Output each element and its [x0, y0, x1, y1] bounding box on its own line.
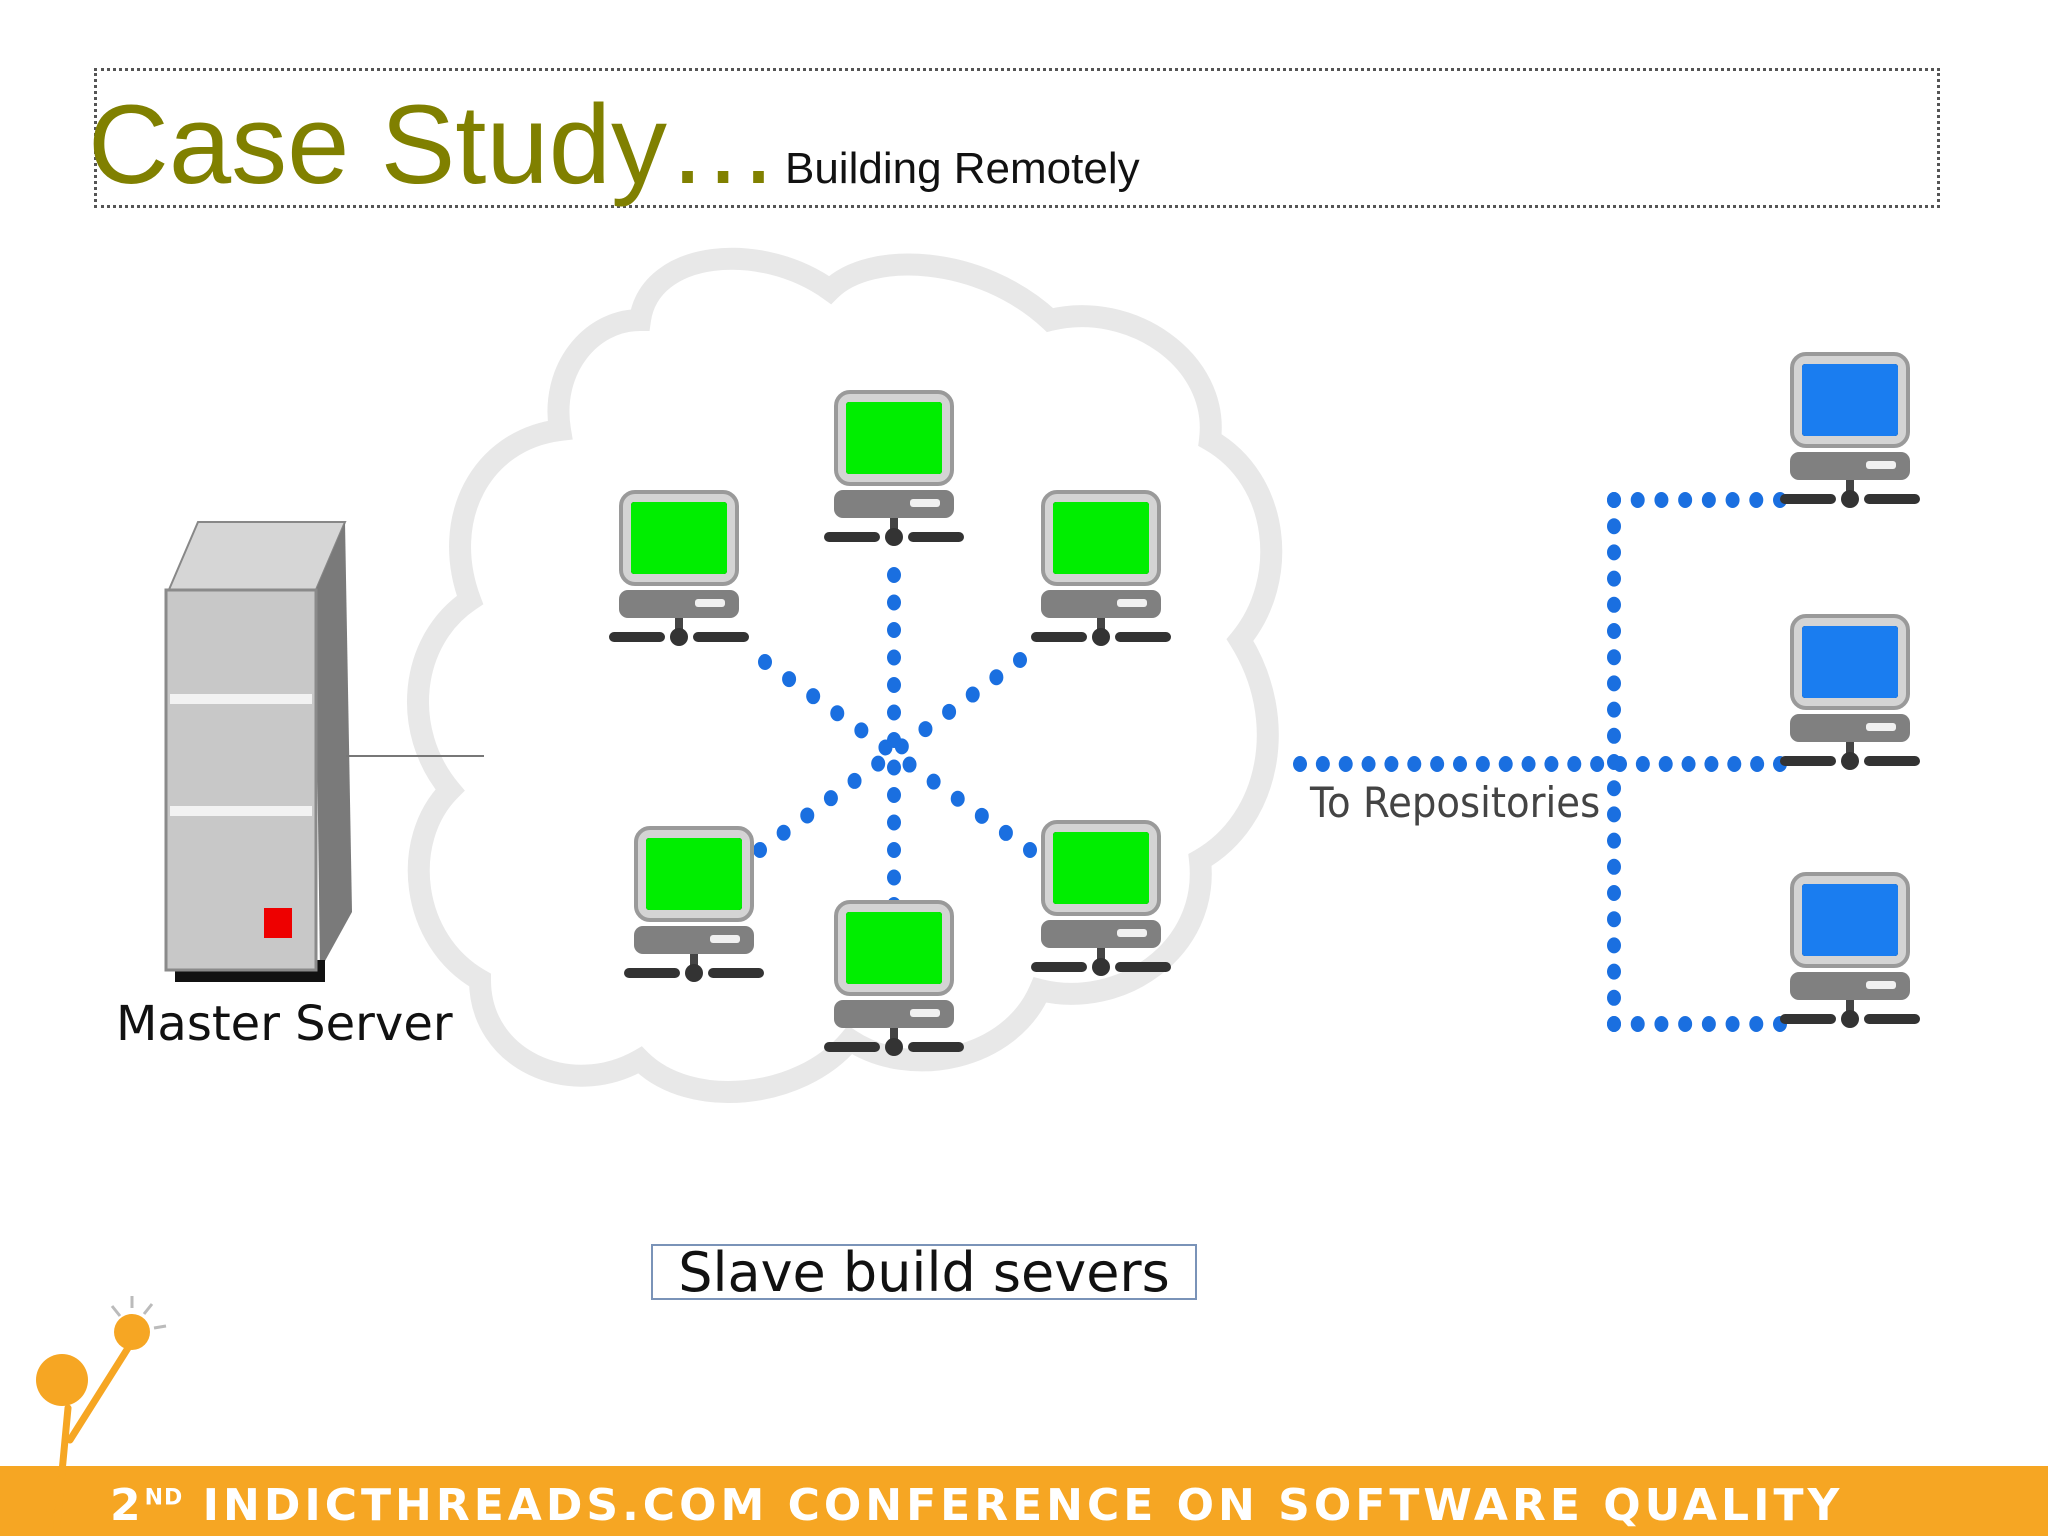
footer-bar	[0, 1466, 2048, 1536]
repository-computer-icon	[1778, 352, 1922, 510]
repository-computer-icon	[1778, 614, 1922, 772]
master-server-icon	[164, 521, 352, 982]
slave-servers-label: Slave build severs	[651, 1244, 1197, 1300]
repository-computers	[1778, 352, 1922, 1030]
cloud-outline	[406, 247, 1283, 1103]
footer-ordinal: 2	[110, 1480, 145, 1531]
slide-subtitle: Building Remotely	[784, 144, 1140, 193]
slave-computer-icon	[822, 900, 966, 1058]
master-server-label: Master Server	[116, 996, 453, 1052]
title-frame	[94, 68, 1940, 208]
slave-computer-icon	[607, 490, 751, 648]
title-text: Case Study…	[88, 82, 779, 207]
repository-computer-icon	[1778, 872, 1922, 1030]
repositories-label: To Repositories	[1310, 778, 1601, 827]
footer-text: 2ND INDICTHREADS.COM CONFERENCE ON SOFTW…	[110, 1480, 1843, 1531]
footer-conference-title: INDICTHREADS.COM CONFERENCE ON SOFTWARE …	[202, 1480, 1844, 1531]
slave-computer-icon	[1029, 490, 1173, 648]
mascot-logo-icon	[36, 1296, 167, 1536]
footer-ordinal-suffix: ND	[144, 1485, 184, 1511]
slave-computer-icon	[822, 390, 966, 548]
slave-computer-icon	[1029, 820, 1173, 978]
slave-computer-icon	[622, 826, 766, 984]
slave-computers	[607, 390, 1173, 1058]
slide-title: Case Study…Building Remotely	[88, 82, 1140, 232]
